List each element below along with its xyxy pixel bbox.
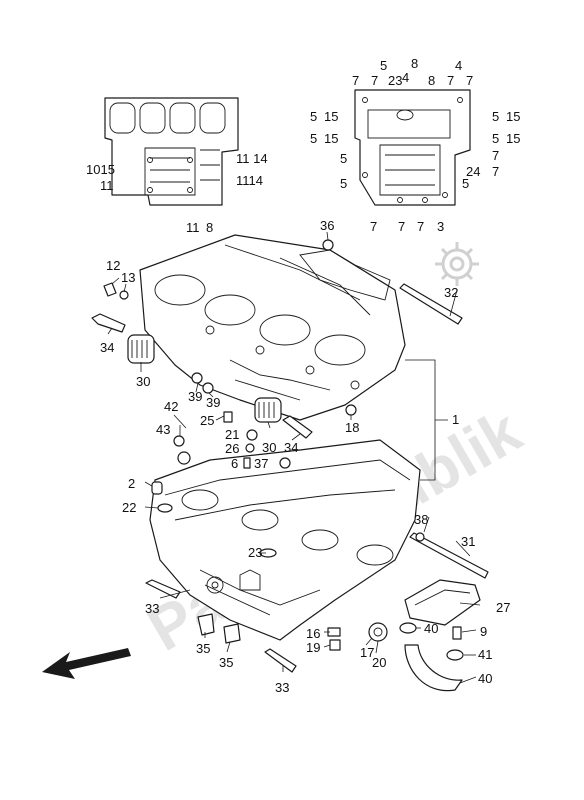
label-23: 23 — [388, 73, 402, 88]
label-24: 24 — [466, 164, 480, 179]
label-33: 33 — [145, 601, 159, 616]
front-direction-arrow-icon — [42, 648, 131, 679]
label-7: 7 — [492, 164, 499, 179]
label-3: 3 — [437, 219, 444, 234]
label-37: 37 — [254, 456, 268, 471]
label-5: 5 — [340, 176, 347, 191]
label-7: 7 — [370, 219, 377, 234]
label-7: 7 — [417, 219, 424, 234]
lower-crankcase — [149, 439, 421, 641]
label-16: 16 — [306, 626, 320, 641]
label-15: 15 — [506, 131, 520, 146]
label-4: 4 — [402, 70, 409, 85]
label-27: 27 — [496, 600, 510, 615]
label-30: 30 — [136, 374, 150, 389]
label-41: 41 — [478, 647, 492, 662]
label-8: 8 — [411, 56, 418, 71]
label-33: 33 — [275, 680, 289, 695]
label-36: 36 — [320, 218, 334, 233]
label-1: 1 — [452, 412, 459, 427]
label-11: 11 — [100, 178, 114, 193]
label-4: 4 — [455, 58, 462, 73]
label-7: 7 — [352, 73, 359, 88]
label-43: 43 — [156, 422, 170, 437]
label-21: 21 — [225, 427, 239, 442]
label-23: 23 — [248, 545, 262, 560]
label-25: 25 — [200, 413, 214, 428]
watermark-gear-icon — [435, 242, 479, 286]
callout-labels: 1 2 3 4 4 5 5 5 5 5 5 5 5 6 7 7 7 7 7 7 … — [86, 56, 520, 695]
oil-hose — [404, 644, 463, 692]
label-18: 18 — [345, 420, 359, 435]
label-34: 34 — [284, 440, 298, 455]
label-32: 32 — [444, 285, 458, 300]
upper-crankcase-top-view — [104, 97, 239, 206]
label-5: 5 — [462, 176, 469, 191]
label-7: 7 — [447, 73, 454, 88]
label-40: 40 — [478, 671, 492, 686]
label-6: 6 — [231, 456, 238, 471]
label-15: 15 — [506, 109, 520, 124]
upper-crankcase — [139, 234, 406, 421]
strainer-cover — [404, 579, 481, 626]
label-8: 8 — [206, 220, 213, 235]
label-11-14: 11 14 — [236, 151, 268, 166]
label-42: 42 — [164, 399, 178, 414]
label-8: 8 — [428, 73, 435, 88]
label-7: 7 — [398, 219, 405, 234]
label-5: 5 — [310, 131, 317, 146]
label-1015: 1015 — [86, 162, 115, 177]
leader-1 — [405, 359, 448, 481]
label-2: 2 — [128, 476, 135, 491]
label-35: 35 — [196, 641, 210, 656]
label-26: 26 — [225, 441, 239, 456]
label-19: 19 — [306, 640, 320, 655]
lower-crankcase-bottom-view — [354, 89, 471, 206]
label-1114: 1114 — [236, 173, 263, 188]
label-20: 20 — [372, 655, 386, 670]
label-5: 5 — [340, 151, 347, 166]
label-7: 7 — [466, 73, 473, 88]
label-11: 11 — [186, 220, 200, 235]
label-22: 22 — [122, 500, 136, 515]
label-5: 5 — [492, 131, 499, 146]
label-5: 5 — [492, 109, 499, 124]
label-39: 39 — [188, 389, 202, 404]
label-34: 34 — [100, 340, 114, 355]
label-39: 39 — [206, 395, 220, 410]
label-7: 7 — [371, 73, 378, 88]
label-15: 15 — [324, 109, 338, 124]
leader-lines — [107, 231, 481, 684]
label-35: 35 — [219, 655, 233, 670]
label-38: 38 — [414, 512, 428, 527]
label-31: 31 — [461, 534, 475, 549]
label-13: 13 — [121, 270, 135, 285]
label-9: 9 — [480, 624, 487, 639]
label-17: 17 — [360, 645, 374, 660]
label-40: 40 — [424, 621, 438, 636]
label-5: 5 — [310, 109, 317, 124]
label-15: 15 — [324, 131, 338, 146]
label-12: 12 — [106, 258, 120, 273]
label-30: 30 — [262, 440, 276, 455]
label-5: 5 — [380, 58, 387, 73]
label-7: 7 — [492, 148, 499, 163]
